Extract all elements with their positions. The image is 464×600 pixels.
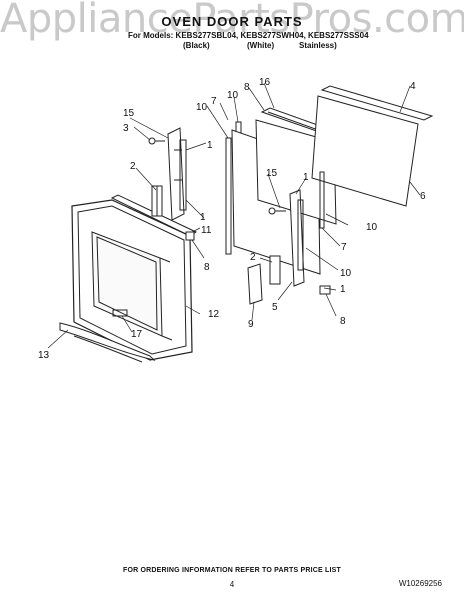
screw-15 xyxy=(268,207,286,215)
finish-stainless: Stainless) xyxy=(299,41,337,50)
document-number: W10269256 xyxy=(398,579,442,588)
callout-5: 5 xyxy=(272,302,278,313)
callout-11: 11 xyxy=(201,225,212,236)
callout-10-d: 10 xyxy=(340,268,352,279)
clip-8 xyxy=(319,285,331,295)
callout-2-left: 2 xyxy=(130,161,136,172)
callout-10-c: 10 xyxy=(366,222,378,233)
models-line: For Models: KEBS277SBL04, KEBS277SWH04, … xyxy=(128,31,369,40)
callout-17: 17 xyxy=(131,329,143,340)
page-number: 4 xyxy=(229,580,235,589)
callout-13: 13 xyxy=(38,350,50,361)
callout-15-left: 15 xyxy=(123,108,135,119)
top-trim-4 xyxy=(320,85,434,121)
ordering-note: FOR ORDERING INFORMATION REFER TO PARTS … xyxy=(122,567,342,574)
callout-8-right: 8 xyxy=(340,316,346,327)
callout-15-right: 15 xyxy=(266,168,278,179)
top-trim-strip xyxy=(110,194,198,237)
screw-3 xyxy=(148,137,165,145)
callout-1-d: 1 xyxy=(340,284,346,295)
page-title: OVEN DOOR PARTS xyxy=(161,14,303,29)
callout-10-a: 10 xyxy=(196,102,208,113)
watermark-text: AppliancePartsPros.com xyxy=(0,0,464,42)
callout-7-top: 7 xyxy=(211,96,217,107)
callout-12: 12 xyxy=(208,309,220,320)
callout-1-c: 1 xyxy=(303,172,309,183)
callout-1-b: 1 xyxy=(200,212,206,223)
callout-8-left: 8 xyxy=(204,262,210,273)
callout-3: 3 xyxy=(123,123,129,134)
right-hinge-assembly xyxy=(269,189,305,287)
door-handle xyxy=(59,322,156,363)
callout-9: 9 xyxy=(248,319,254,330)
spacer-strip-left xyxy=(225,137,232,255)
hinge-bracket-9 xyxy=(247,263,263,305)
callout-6: 6 xyxy=(420,191,426,202)
callout-16: 16 xyxy=(259,77,271,88)
outer-glass-panel xyxy=(311,95,419,207)
callout-1-a: 1 xyxy=(207,140,213,151)
clip-8-left xyxy=(185,231,195,241)
callout-10-b: 10 xyxy=(227,90,239,101)
callout-4: 4 xyxy=(410,81,416,92)
label-plate xyxy=(112,309,128,317)
callout-2-right: 2 xyxy=(250,252,256,263)
finish-white: (White) xyxy=(247,41,275,50)
callout-8-top: 8 xyxy=(244,82,250,93)
outer-door-panel xyxy=(71,199,193,361)
callout-7-side: 7 xyxy=(341,242,347,253)
left-hinge-assembly xyxy=(151,127,187,221)
finish-black: (Black) xyxy=(183,41,210,50)
